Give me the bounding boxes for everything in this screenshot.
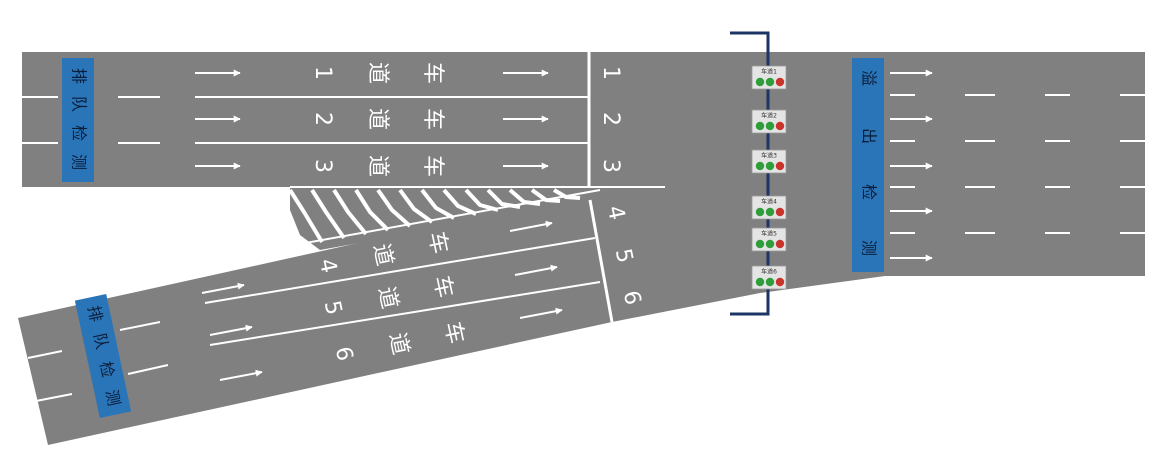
signal-2-straight-light (765, 121, 775, 131)
stopline-number-2: 2 (598, 112, 623, 126)
signal-lane-1: 车道1 (751, 65, 787, 90)
signal-2-left-light (755, 121, 765, 131)
signal-1-left-light (755, 77, 765, 87)
lane-1-number: 1 (310, 66, 335, 80)
queue-upper-char-3: 检 (70, 125, 89, 141)
exit-lane-lines (890, 94, 1145, 234)
lane-3-char-b: 道 (365, 155, 390, 177)
signal-lane-5: 车道5 (751, 227, 787, 252)
signal-4-left-light (755, 207, 765, 217)
signal-lane-3: 车道3 (751, 149, 787, 174)
lane-4-char-a: 车 (423, 230, 452, 257)
signal-4-right-light (775, 207, 785, 217)
lane-3-number: 3 (310, 159, 335, 173)
arrow-lower-6b (519, 307, 563, 319)
lower-lane-labels: 车 道 4 车 道 5 车 道 6 (314, 230, 468, 364)
lane-5-number: 5 (319, 298, 346, 317)
signal-3-straight-light (765, 161, 775, 171)
signal-6-left-light (755, 277, 765, 287)
lane-2-char-b: 道 (365, 108, 390, 130)
stopline-number-6: 6 (618, 288, 645, 307)
queue-upper-char-1: 排 (70, 68, 89, 84)
overflow-char-4: 测 (860, 240, 879, 256)
signal-3-left-light (755, 161, 765, 171)
signal-2-label: 车道2 (761, 112, 777, 120)
lane-5-char-a: 车 (428, 274, 457, 301)
lane-4-number: 4 (314, 256, 341, 275)
stopline-number-4: 4 (602, 203, 629, 222)
signal-2-right-light (775, 121, 785, 131)
lane-6-number: 6 (330, 344, 357, 363)
signal-3-label: 车道3 (761, 152, 777, 160)
stopline-number-3: 3 (598, 159, 623, 173)
upper-lane-labels: 车 道 1 车 道 2 车 道 3 (310, 62, 445, 177)
signal-6-label: 车道6 (761, 268, 777, 276)
lane-6-char-a: 车 (439, 320, 468, 347)
signal-5-right-light (775, 239, 785, 249)
signal-4-straight-light (765, 207, 775, 217)
queue-lower-char-2: 队 (90, 331, 112, 351)
lane-4-char-b: 道 (368, 242, 397, 269)
signal-1-straight-light (765, 77, 775, 87)
signal-4-label: 车道4 (761, 198, 777, 206)
signal-lane-6: 车道6 (751, 265, 787, 290)
queue-detection-badge-lower: 排 队 检 测 (74, 293, 132, 419)
overflow-detection-badge: 溢 出 检 测 (852, 58, 884, 272)
lane-5-char-b: 道 (373, 285, 402, 312)
lane-6-char-b: 道 (384, 331, 413, 358)
arrow-lower-5b (514, 264, 558, 276)
signal-3-right-light (775, 161, 785, 171)
queue-upper-char-2: 队 (70, 96, 89, 112)
queue-lower-char-1: 排 (84, 304, 106, 324)
signal-1-right-light (775, 77, 785, 87)
signal-1-label: 车道1 (761, 68, 777, 76)
signal-5-straight-light (765, 239, 775, 249)
overflow-char-1: 溢 (860, 70, 879, 86)
overflow-char-2: 出 (860, 128, 879, 144)
signal-gantry-bracket (730, 31, 770, 316)
queue-lower-char-3: 检 (96, 360, 118, 380)
signal-heads: 车道1 车道2 车道3 车道4 车道5 (751, 65, 787, 290)
lane-1-char-a: 车 (420, 62, 445, 84)
chevron-hatching (288, 186, 665, 244)
signal-lane-2: 车道2 (751, 109, 787, 134)
arrow-lower-4b (509, 220, 553, 232)
stopline-number-1: 1 (598, 66, 623, 80)
queue-upper-char-4: 测 (70, 154, 89, 170)
upper-lane-lines (22, 96, 588, 144)
direction-arrows (195, 69, 933, 381)
lane-2-char-a: 车 (420, 108, 445, 130)
signal-6-right-light (775, 277, 785, 287)
lane-2-number: 2 (310, 112, 335, 126)
stop-line (587, 52, 614, 323)
arrow-lower-6a (219, 369, 263, 381)
upper-approach-road (22, 52, 588, 187)
lower-approach-road (18, 187, 665, 445)
arrow-lower-5a (209, 324, 253, 336)
queue-lower-char-4: 测 (102, 388, 124, 408)
signal-5-left-light (755, 239, 765, 249)
queue-detection-badge-upper: 排 队 检 测 (62, 58, 94, 182)
signal-6-straight-light (765, 277, 775, 287)
lane-3-char-a: 车 (420, 155, 445, 177)
arrow-lower-4a (201, 282, 245, 294)
merge-gore-area (290, 187, 665, 250)
lane-1-char-b: 道 (365, 62, 390, 84)
signal-5-label: 车道5 (761, 230, 777, 238)
overflow-char-3: 检 (860, 184, 879, 200)
signal-lane-4: 车道4 (751, 195, 787, 220)
stopline-number-5: 5 (610, 246, 637, 265)
stopline-numbers: 1 2 3 4 5 6 (598, 66, 645, 307)
